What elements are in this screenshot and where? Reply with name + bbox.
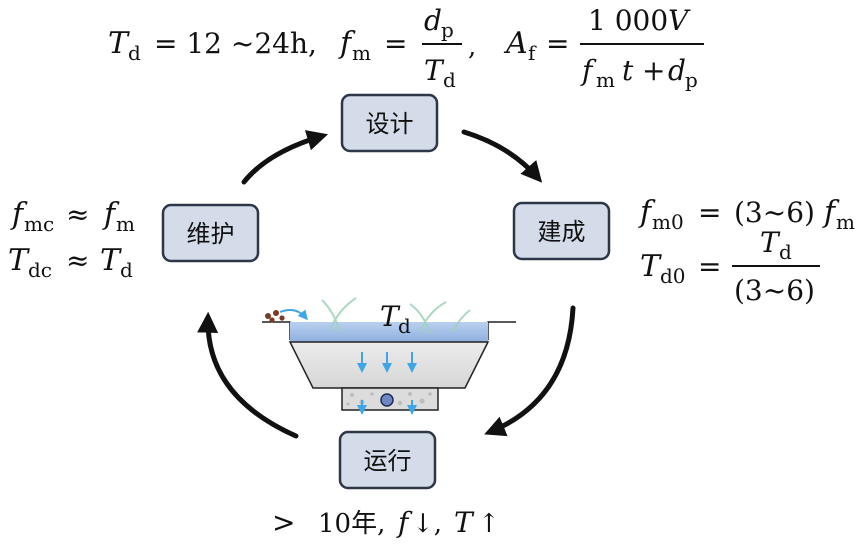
gravel-texture (346, 392, 432, 406)
td0-equals: = (698, 250, 721, 283)
vegetation (321, 297, 471, 335)
td0-numerator-t: T (760, 226, 781, 259)
cycle-arrows (197, 129, 576, 439)
af-den-plus: + (642, 54, 665, 87)
stage-operate: 运行 (338, 430, 437, 490)
right-formula: f m0 = (3~6) f m T d0 = T d (3~6) (638, 195, 855, 307)
td-symbol: T (108, 26, 130, 61)
td-right-subscript: d (120, 258, 133, 282)
fmc-approx: ≈ (66, 198, 89, 231)
underdrain-pipe (380, 393, 394, 407)
af-den-f: f (580, 54, 597, 87)
fm-comma: , (468, 32, 476, 62)
bottom-t-symbol: T (454, 506, 475, 539)
fm-numerator-d: d (424, 4, 442, 37)
arrow-maintain-to-design (241, 130, 329, 185)
td0-numerator-d: d (779, 240, 792, 264)
bottom-greater-than: > (272, 506, 295, 539)
fm0-range: (3~6) (734, 196, 815, 229)
filter-media-layer (288, 341, 490, 389)
af-symbol: A (503, 26, 528, 61)
af-numerator-v: V (668, 4, 691, 37)
fm-subscript: m (352, 41, 371, 65)
inflow-arrow (279, 309, 308, 321)
bottom-annotation: > 10年, f ↓, T ↑ (272, 506, 500, 539)
stage-construct: 建成 (512, 201, 611, 261)
basin-td-symbol: T (380, 300, 401, 333)
tdc-subscript: dc (28, 258, 52, 282)
bottom-f-symbol: f (396, 506, 413, 539)
fm0-subscript: m0 (652, 210, 684, 234)
tdc-symbol: T (8, 243, 30, 278)
basin-td-subscript: d (398, 314, 411, 338)
td-range: = 12 ~24h, (154, 27, 317, 60)
bottom-down-arrow: ↓, (412, 509, 442, 539)
fm0-fm-subscript: m (836, 210, 855, 234)
af-den-m: m (596, 68, 615, 92)
left-bank-line (262, 321, 291, 340)
top-formula: T d = 12 ~24h, f m = d p T d , A f = 1 0… (108, 4, 704, 92)
stage-design: 设计 (340, 93, 439, 153)
fm-equals: = (384, 27, 407, 60)
af-subscript: f (528, 41, 537, 65)
bioretention-basin-illustration: T d (262, 297, 516, 415)
stage-design-label: 设计 (366, 110, 414, 138)
arrow-construct-to-operate (484, 305, 576, 437)
td0-denominator: (3~6) (734, 274, 815, 307)
infiltration-arrows (357, 352, 417, 415)
td-subscript: d (128, 41, 141, 65)
fm-denominator-d: d (443, 68, 456, 92)
fm0-equals: = (698, 196, 721, 229)
fm-numerator-p: p (441, 18, 454, 42)
inflow-sediment (265, 310, 285, 323)
stage-operate-label: 运行 (364, 447, 412, 475)
tdc-approx: ≈ (66, 244, 89, 277)
af-den-d: d (668, 54, 686, 87)
ponding-water (290, 322, 488, 342)
af-den-p: p (685, 68, 698, 92)
arrow-operate-to-maintain (197, 311, 299, 439)
stage-maintain: 维护 (161, 203, 260, 263)
td0-symbol: T (640, 249, 662, 284)
af-numerator-number: 1 000 (588, 4, 668, 37)
stage-maintain-label: 维护 (187, 220, 235, 248)
af-den-t: t (622, 54, 634, 87)
fmc-subscript: mc (24, 212, 54, 236)
bottom-up-arrow: ↑ (478, 509, 500, 539)
stage-construct-label: 建成 (538, 218, 586, 246)
fm-denominator-t: T (424, 54, 445, 87)
af-equals: = (546, 27, 569, 60)
left-formula: f mc ≈ f m T dc ≈ T d (8, 197, 135, 282)
arrow-design-to-construct (461, 129, 543, 183)
fm-right-subscript: m (116, 212, 135, 236)
td0-subscript: d0 (660, 264, 686, 288)
bottom-years: 10年, (318, 509, 385, 539)
td-right-symbol: T (100, 243, 122, 278)
right-bank-line (487, 321, 516, 340)
